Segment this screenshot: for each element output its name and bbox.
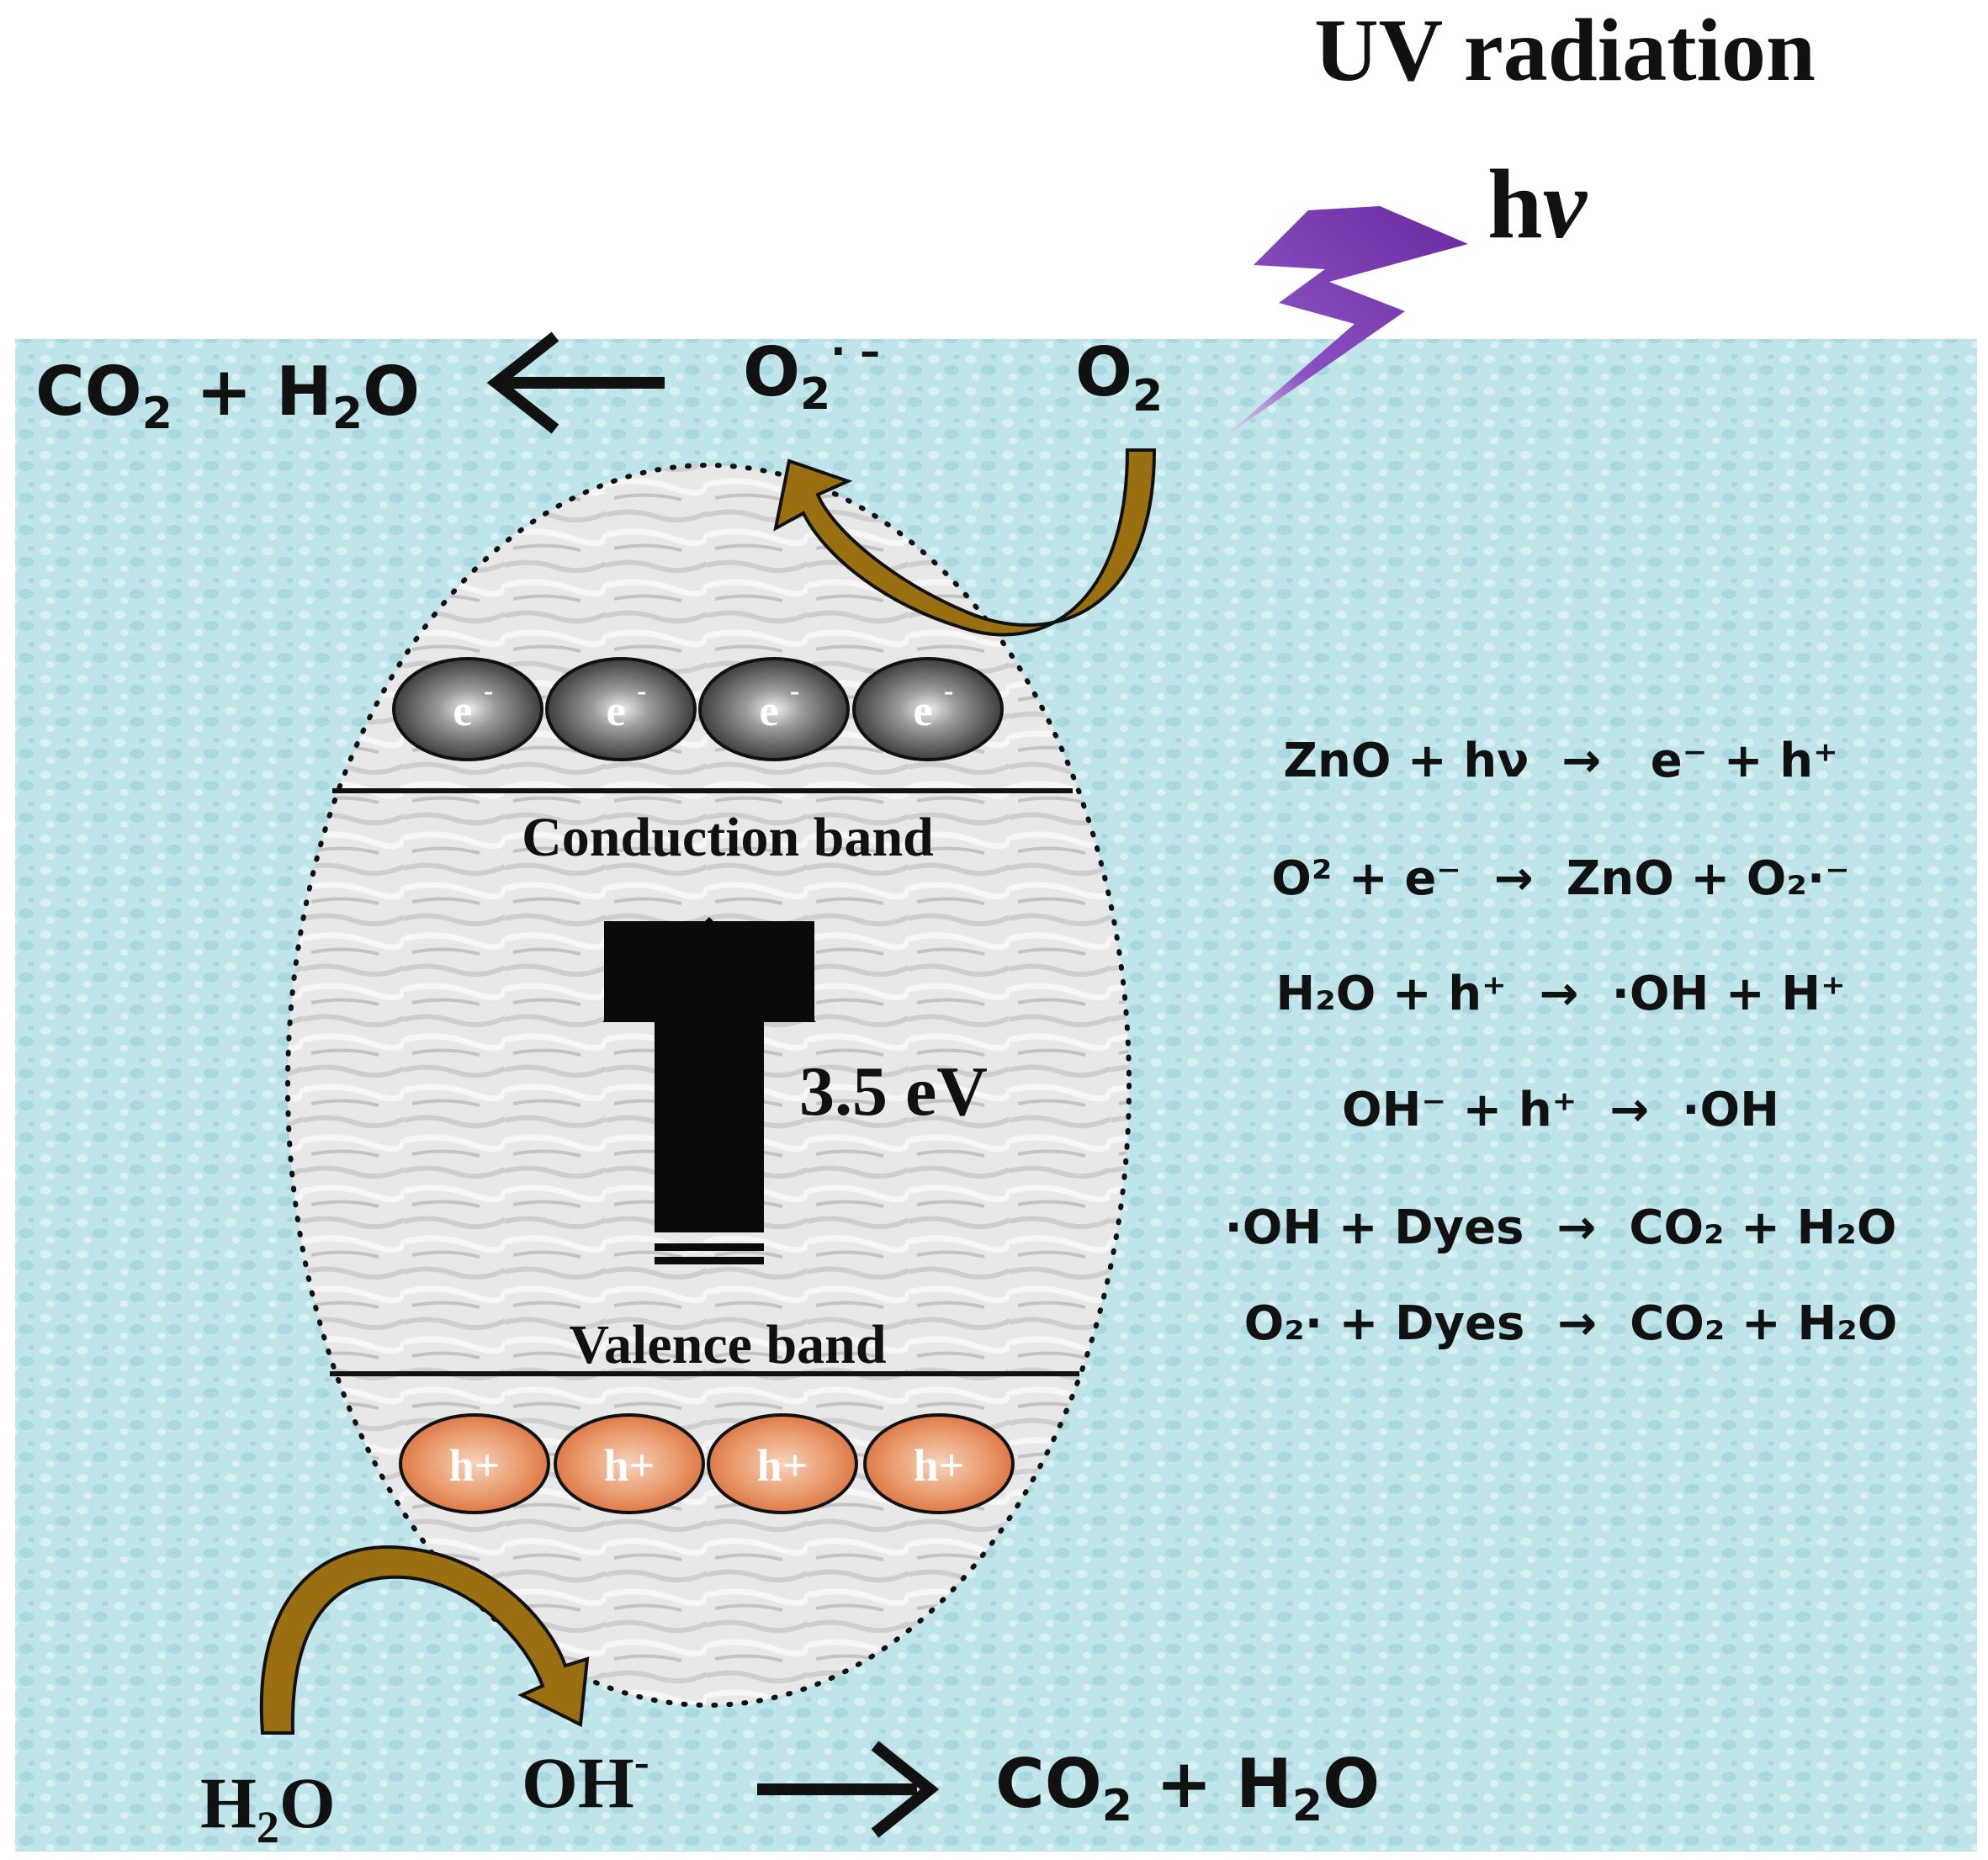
hv-nu: ν (1543, 149, 1588, 259)
curved-arrow-oxygen (773, 448, 1157, 637)
electron-charge: - (637, 676, 646, 707)
curved-arrow-water (259, 1545, 590, 1735)
electron-label: e (606, 687, 625, 735)
hole-label: h+ (449, 1440, 501, 1491)
electron-charge: - (484, 676, 493, 707)
lightning-bolt-icon (1224, 206, 1468, 437)
hole: h+ (399, 1413, 550, 1514)
electron-charge: - (944, 676, 953, 707)
electron: e - (698, 657, 850, 761)
reaction-equation: ·OH + Dyes → CO₂ + H₂O (1224, 1200, 1896, 1255)
reaction-equation: OH⁻ + h⁺ → ·OH (1342, 1083, 1779, 1137)
water-reactant-label: H2O (200, 1762, 336, 1852)
top-reaction-arrow (486, 331, 665, 434)
reaction-equation: ZnO + hν → e⁻ + h⁺ (1283, 734, 1837, 788)
hv-h: h (1487, 149, 1543, 259)
electron-label: e (453, 687, 472, 735)
band-gap-label: 3.5 eV (799, 1052, 988, 1131)
electron-label: e (913, 687, 932, 735)
hv-label: hν (1487, 149, 1588, 259)
electron-charge: - (790, 676, 799, 707)
reaction-equation: H₂O + h⁺ → ·OH + H⁺ (1275, 967, 1845, 1021)
hole: h+ (554, 1413, 705, 1514)
top-products: CO2+H2O (35, 352, 420, 439)
reaction-equation: O₂· + Dyes → CO₂ + H₂O (1244, 1296, 1898, 1351)
superoxide-label: O2· – (743, 328, 880, 420)
reaction-list: ZnO + hν → e⁻ + h⁺ O² + e⁻ → ZnO + O₂·⁻ … (1224, 734, 1897, 1351)
valence-band-label: Valence band (569, 1314, 886, 1375)
hole: h+ (707, 1413, 858, 1514)
oxygen-label: O2 (1075, 333, 1163, 421)
excitation-arrow (602, 917, 816, 1264)
bottom-reaction-arrow (757, 1741, 940, 1838)
bottom-products: CO2+H2O (995, 1745, 1380, 1831)
conduction-band-label: Conduction band (522, 807, 934, 868)
electron: e - (392, 657, 543, 761)
electron-label: e (759, 687, 778, 735)
electron: e - (545, 657, 697, 761)
electron: e - (852, 657, 1004, 761)
hole-label: h+ (914, 1440, 965, 1491)
hole: h+ (863, 1413, 1015, 1514)
hole-label: h+ (604, 1440, 655, 1491)
hole-label: h+ (757, 1440, 808, 1491)
reaction-equation: O² + e⁻ → ZnO + O₂·⁻ (1271, 851, 1849, 906)
uv-radiation-title: UV radiation (1314, 1, 1816, 99)
hydroxide-label: OH- (522, 1736, 649, 1823)
